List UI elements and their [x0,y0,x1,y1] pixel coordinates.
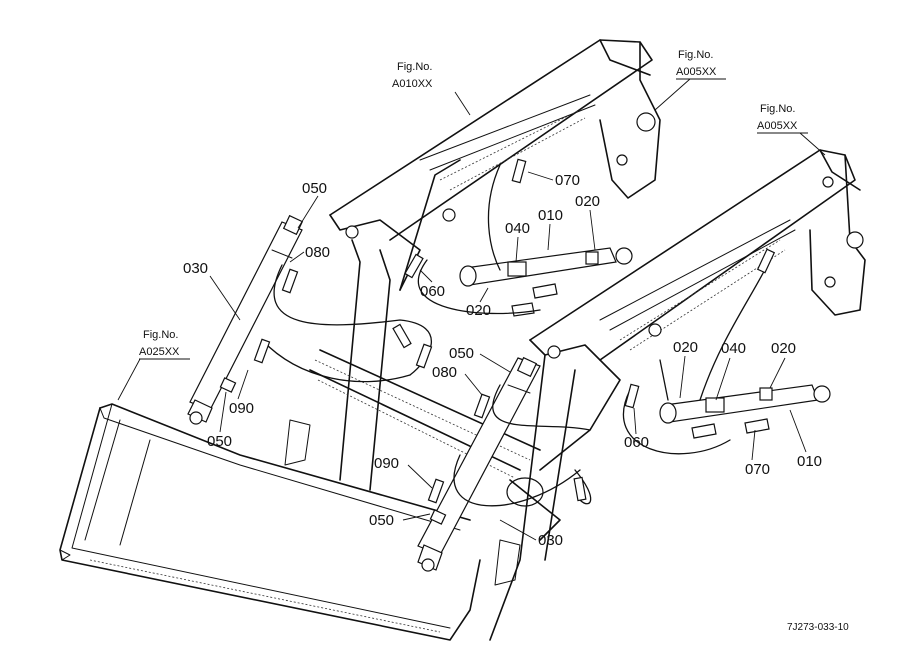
fig-ref-a025-line1: Fig.No. [143,329,178,341]
part-callouts: 050 030 080 070 010 020 040 060 020 090 … [183,171,822,549]
callout-090: 090 [374,455,399,472]
fig-ref-a010-line1: Fig.No. [397,61,432,73]
callout-080: 080 [305,244,330,261]
callout-030: 030 [183,260,208,277]
callout-010: 010 [797,453,822,470]
callout-060: 060 [624,434,649,451]
callout-030: 030 [538,532,563,549]
callout-020: 020 [771,340,796,357]
hydraulic-hoses [253,158,776,507]
fig-ref-a005-right-line1: Fig.No. [760,103,795,115]
callout-020: 020 [575,193,600,210]
callout-050: 050 [302,180,327,197]
fig-ref-a005-top-line1: Fig.No. [678,49,713,61]
bucket [59,403,521,641]
callout-090: 090 [229,400,254,417]
callout-050: 050 [207,433,232,450]
callout-040: 040 [505,220,530,237]
callout-060: 060 [420,283,445,300]
fig-ref-a025-line2: A025XX [139,346,180,358]
fig-ref-a005-right-line2: A005XX [757,120,798,132]
callout-020: 020 [673,339,698,356]
callout-050: 050 [369,512,394,529]
callout-080: 080 [432,364,457,381]
fig-ref-a010-line2: A010XX [392,78,433,90]
callout-070: 070 [555,172,580,189]
fig-ref-a005-top-line2: A005XX [676,66,717,78]
left-lift-cylinder [187,214,304,425]
right-loader-arm [489,149,866,641]
callout-040: 040 [721,340,746,357]
upper-valve-assembly [459,247,633,317]
callout-010: 010 [538,207,563,224]
right-lift-cylinder [417,356,541,572]
drawing-code: 7J273-033-10 [787,622,849,633]
callout-050: 050 [449,345,474,362]
lower-valve-assembly [659,384,831,439]
callout-020: 020 [466,302,491,319]
figure-references: Fig.No. A010XX Fig.No. A005XX Fig.No. A0… [117,49,826,401]
callout-070: 070 [745,461,770,478]
